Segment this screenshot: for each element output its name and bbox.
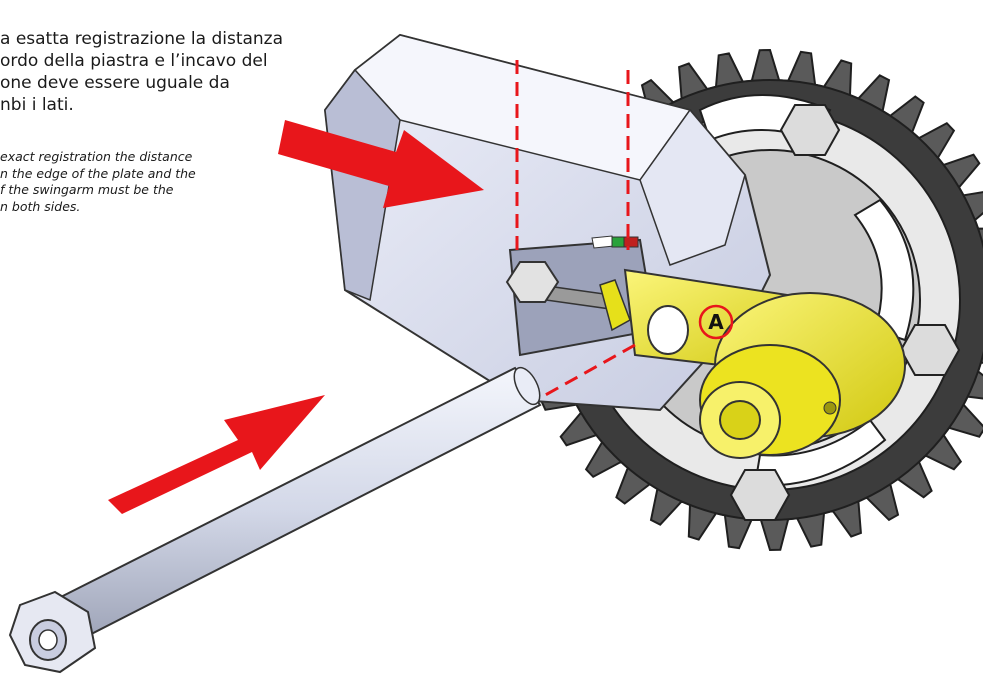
direction-arrow: [108, 395, 325, 514]
chain-adjuster-plate: [599, 268, 906, 459]
registration-note-italian: a esatta registrazione la distanza ordo …: [0, 29, 284, 115]
adjuster-bolt: [505, 261, 621, 311]
sprocket-nut: [604, 99, 961, 521]
alignment-lines: [515, 60, 636, 400]
direction-arrow: [278, 120, 484, 208]
wheel-axle: [8, 366, 542, 674]
registration-note-english: exact registration the distance n the ed…: [0, 149, 196, 214]
callout-a: A: [698, 304, 734, 340]
axle-nut: [8, 590, 97, 674]
wear-indicator: [591, 235, 639, 249]
callout-label: A: [708, 310, 724, 334]
